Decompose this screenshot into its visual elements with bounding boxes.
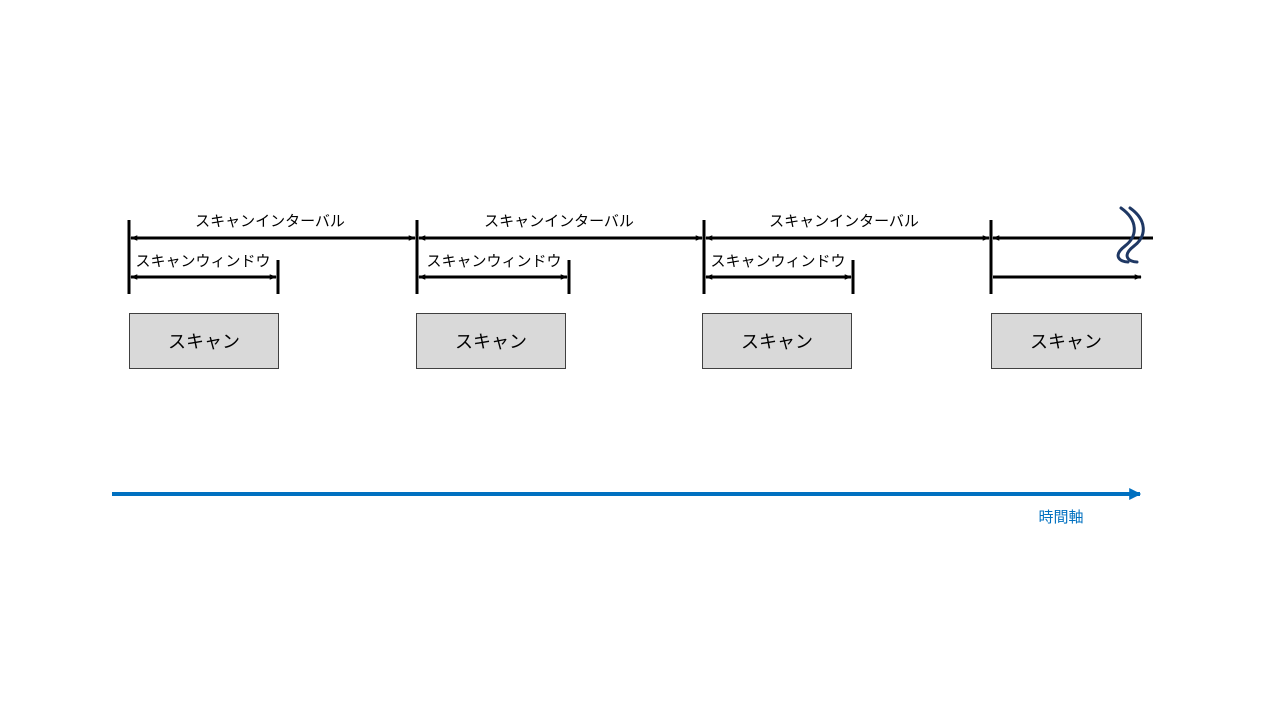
scan-interval-label: スキャンインターバル bbox=[769, 212, 919, 230]
scan-interval-label: スキャンインターバル bbox=[195, 212, 345, 230]
scan-window-label: スキャンウィンドウ bbox=[426, 252, 561, 270]
scan-block: スキャン bbox=[702, 313, 852, 369]
scan-block: スキャン bbox=[991, 313, 1142, 369]
scan-window-label: スキャンウィンドウ bbox=[135, 252, 270, 270]
scan-block: スキャン bbox=[129, 313, 279, 369]
scan-block-label: スキャン bbox=[168, 332, 240, 353]
scan-window-label: スキャンウィンドウ bbox=[710, 252, 845, 270]
scan-block: スキャン bbox=[416, 313, 566, 369]
break-mark-icon bbox=[1116, 206, 1145, 264]
scan-interval-label: スキャンインターバル bbox=[484, 212, 634, 230]
scan-block-label: スキャン bbox=[741, 332, 813, 353]
time-axis-label: 時間軸 bbox=[1038, 508, 1083, 526]
scan-block-label: スキャン bbox=[455, 332, 527, 353]
scan-block-label: スキャン bbox=[1030, 332, 1102, 353]
